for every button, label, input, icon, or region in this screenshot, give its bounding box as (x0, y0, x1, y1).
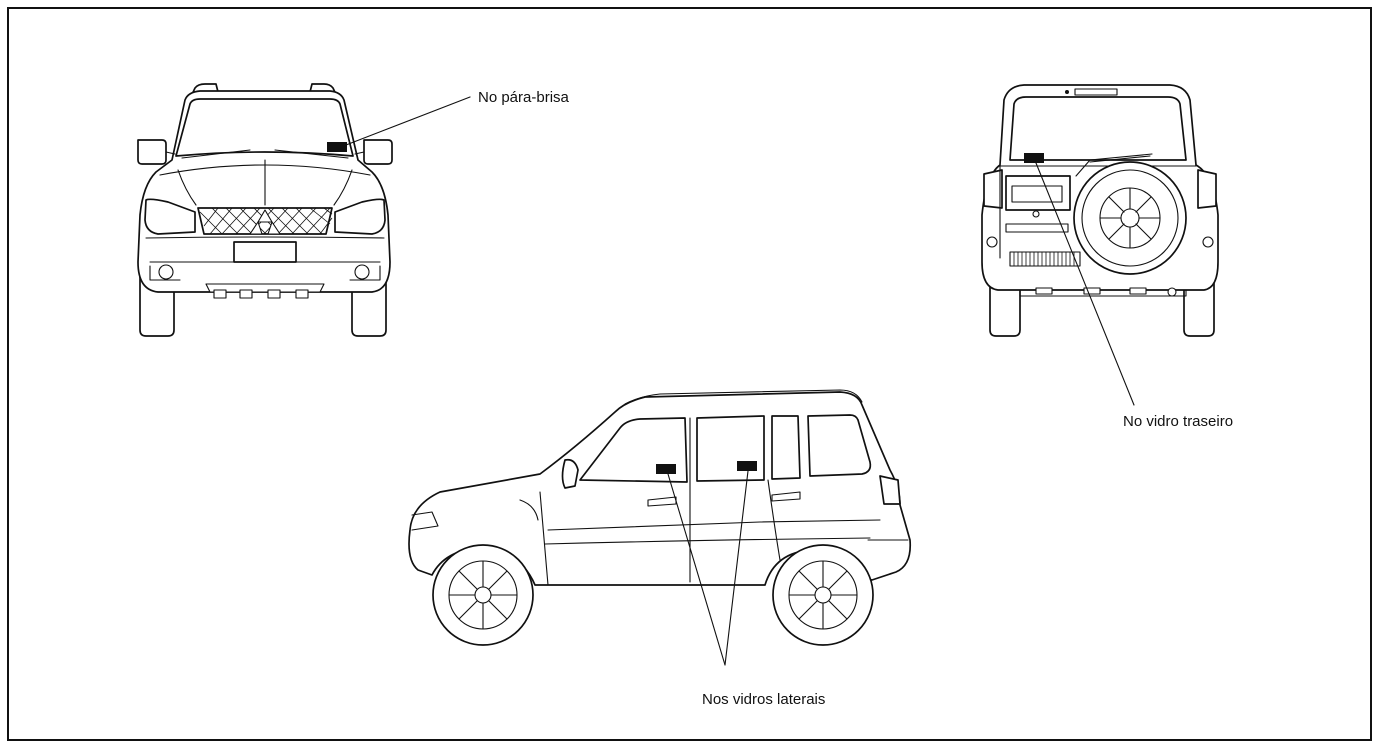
side-glass-sticker-marker-front (656, 464, 676, 474)
rear-glass-leader-line (1035, 162, 1135, 406)
car-front-view (137, 83, 471, 337)
windshield-label: No pára-brisa (478, 89, 569, 106)
side-glass-sticker-marker-rear (737, 461, 757, 471)
car-rear-view (981, 84, 1219, 406)
diagram-border (7, 7, 1372, 741)
windshield-sticker-marker (327, 142, 347, 152)
side-glass-leader-line-front (667, 473, 726, 666)
side-glass-label: Nos vidros laterais (702, 691, 826, 708)
car-side-view (408, 389, 912, 666)
side-glass-leader-line-rear (724, 470, 749, 666)
rear-glass-label: No vidro traseiro (1123, 413, 1234, 430)
rear-glass-sticker-marker (1024, 153, 1044, 163)
windshield-leader-line (345, 96, 471, 146)
